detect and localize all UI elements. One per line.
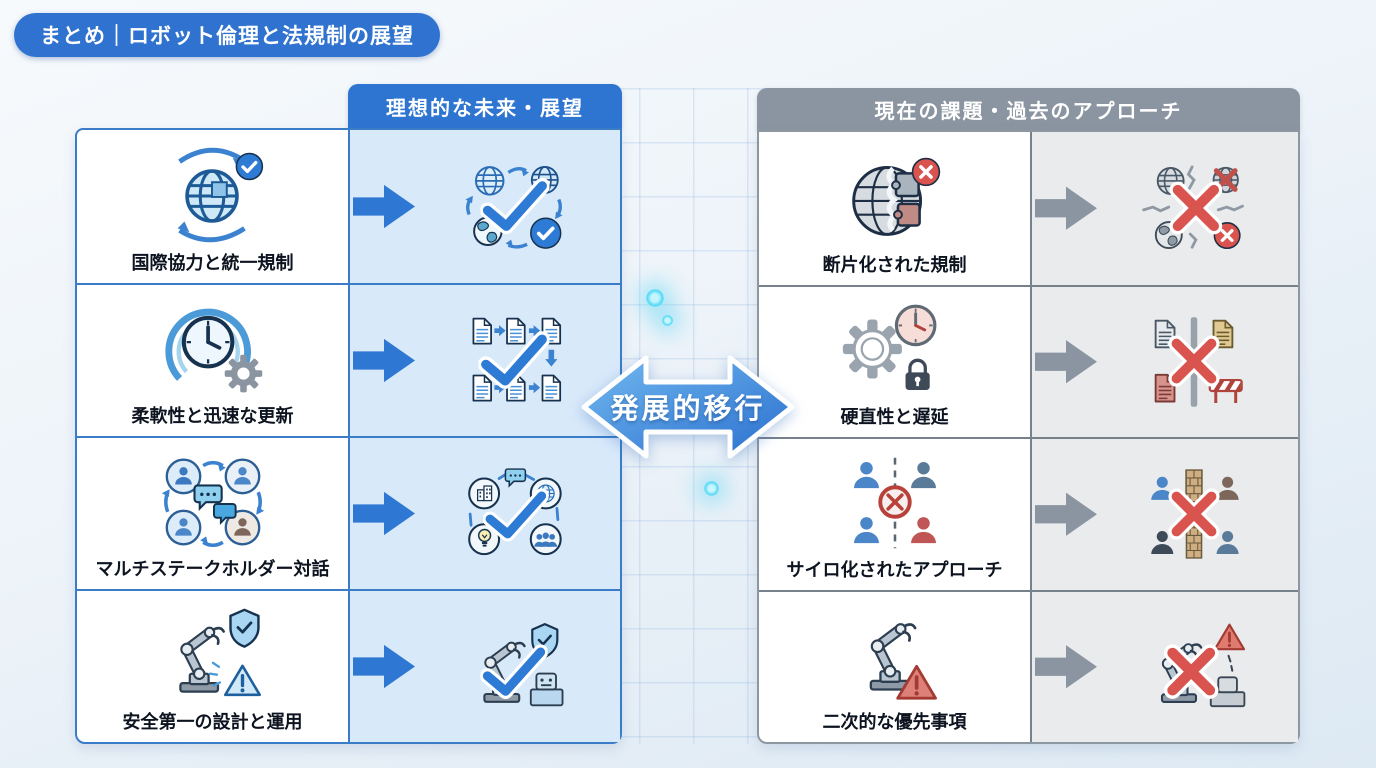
glow-dot xyxy=(662,315,673,326)
glow-dot xyxy=(646,289,664,307)
future-row-label: 柔軟性と迅速な更新 xyxy=(131,406,294,428)
right-arrow-icon xyxy=(1035,340,1097,384)
past-table-header: 現在の課題・過去のアプローチ xyxy=(757,88,1300,130)
global-cycle-big-check-icon xyxy=(458,159,570,255)
future-table-header: 理想的な未来・展望 xyxy=(348,84,622,128)
right-arrow-icon xyxy=(353,491,415,536)
past-row-label: 硬直性と遅延 xyxy=(840,407,949,429)
walled-people-big-x-icon xyxy=(1138,466,1250,562)
past-cell-result xyxy=(1030,591,1298,742)
future-cell-source: マルチステークホルダー対話 xyxy=(77,438,348,589)
robot-arm-warning-icon xyxy=(836,605,954,705)
document-flow-big-check-icon xyxy=(458,313,570,409)
past-cell-source: 二次的な優先事項 xyxy=(759,592,1030,743)
past-row-label: 断片化された規制 xyxy=(822,254,967,276)
future-cell-result xyxy=(348,285,620,436)
future-cell-result xyxy=(348,438,620,589)
right-arrow-icon xyxy=(1035,492,1097,536)
future-row-flexibility: 柔軟性と迅速な更新 xyxy=(77,283,620,436)
double-arrow-icon xyxy=(581,355,795,459)
people-dialogue-cycle-icon xyxy=(154,452,272,552)
page-title-badge: まとめ｜ロボット倫理と法規制の展望 xyxy=(14,13,440,57)
past-cell-result xyxy=(1030,132,1298,285)
right-arrow-icon xyxy=(1035,186,1097,230)
gear-clock-lock-icon xyxy=(836,300,954,400)
future-row-multistakeholder: マルチステークホルダー対話 xyxy=(77,436,620,589)
clock-refresh-gear-icon xyxy=(154,299,272,399)
transition-arrow: 発展的移行 xyxy=(580,350,796,464)
right-arrow-icon xyxy=(353,338,415,383)
past-cell-source: 硬直性と遅延 xyxy=(759,287,1030,438)
future-cell-source: 柔軟性と迅速な更新 xyxy=(77,285,348,436)
robot-arm-big-x-warning-icon xyxy=(1138,619,1250,715)
blocked-documents-big-x-icon xyxy=(1138,314,1250,410)
past-row-label: 二次的な優先事項 xyxy=(822,712,967,734)
future-table: 理想的な未来・展望 国際協力と統一規制 柔軟性と迅速な更新 xyxy=(75,84,622,744)
future-row-label: 安全第一の設計と運用 xyxy=(122,712,303,734)
future-table-body: 国際協力と統一規制 柔軟性と迅速な更新 xyxy=(75,128,622,744)
future-cell-source: 国際協力と統一規制 xyxy=(77,130,348,283)
future-row-safety: 安全第一の設計と運用 xyxy=(77,589,620,742)
future-cell-result xyxy=(348,591,620,742)
right-arrow-icon xyxy=(1035,645,1097,689)
past-cell-result xyxy=(1030,439,1298,590)
past-cell-source: サイロ化されたアプローチ xyxy=(759,439,1030,590)
past-row-fragmented: 断片化された規制 xyxy=(759,132,1298,285)
past-row-label: サイロ化されたアプローチ xyxy=(786,559,1003,581)
future-cell-result xyxy=(348,130,620,283)
future-cell-source: 安全第一の設計と運用 xyxy=(77,591,348,742)
past-cell-result xyxy=(1030,286,1298,437)
past-row-secondary: 二次的な優先事項 xyxy=(759,589,1298,743)
past-table-body: 断片化された規制 硬直性と遅延 xyxy=(757,130,1300,744)
future-row-international: 国際協力と統一規制 xyxy=(77,130,620,283)
robot-arm-shield-big-check-icon xyxy=(458,619,570,715)
right-arrow-icon xyxy=(353,644,415,689)
transition-arrow-label: 発展的移行 xyxy=(610,392,766,425)
globe-puzzle-cycle-check-icon xyxy=(154,145,272,245)
stakeholder-network-big-check-icon xyxy=(458,466,570,562)
future-row-label: 国際協力と統一規制 xyxy=(131,253,294,275)
robot-arm-shield-warning-icon xyxy=(154,605,272,705)
right-arrow-icon xyxy=(353,184,415,229)
past-row-siloed: サイロ化されたアプローチ xyxy=(759,437,1298,590)
divided-people-no-sign-icon xyxy=(836,453,954,553)
past-table: 現在の課題・過去のアプローチ 断片化された規制 硬直性と遅延 xyxy=(757,88,1300,744)
cracked-globes-big-x-icon xyxy=(1138,160,1250,256)
past-cell-source: 断片化された規制 xyxy=(759,132,1030,285)
glow-dot xyxy=(704,481,719,496)
past-row-rigidity: 硬直性と遅延 xyxy=(759,284,1298,438)
future-row-label: マルチステークホルダー対話 xyxy=(95,559,330,581)
fragmented-globe-x-icon xyxy=(836,147,954,247)
